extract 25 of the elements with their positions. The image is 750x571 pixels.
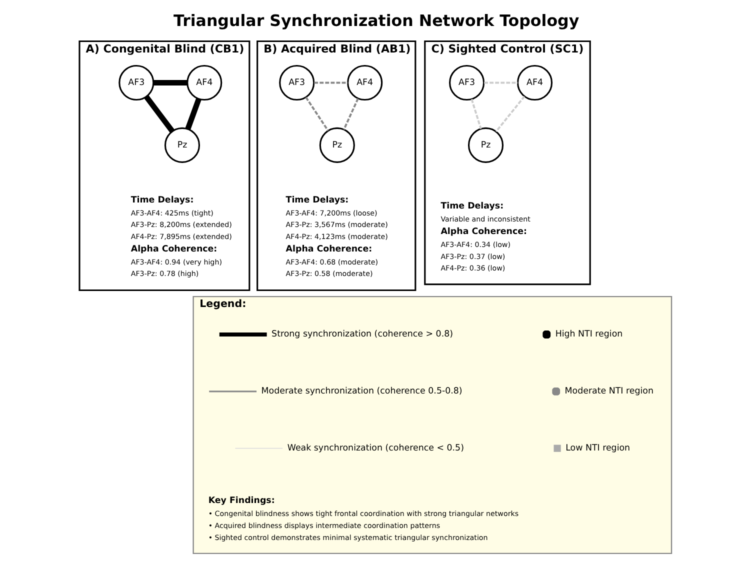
legend-label: Low NTI region [565, 444, 630, 454]
node-circle: Pz [467, 127, 504, 163]
node-circle: AF3 [118, 64, 154, 101]
node-circle: AF4 [516, 64, 552, 101]
connector [494, 96, 525, 132]
connector [484, 82, 518, 84]
legend-label: Moderate synchronization (coherence 0.5-0.8) [260, 386, 462, 397]
connector [144, 95, 174, 133]
node-circle: AF4 [346, 64, 382, 101]
legend-label: Moderate NTI region [564, 386, 653, 397]
node-circle: AF4 [186, 64, 222, 101]
connector [470, 98, 482, 130]
node-circle: AF3 [448, 64, 484, 101]
legend-label: Strong synchronization (coherence > 0.8) [271, 330, 453, 340]
connector [184, 98, 201, 130]
connector [304, 96, 328, 132]
diagram-title: Triangular Synchronization Network Topology [173, 11, 579, 30]
node-circle: Pz [164, 127, 200, 163]
legend-label: High NTI region [554, 330, 622, 340]
connector [314, 82, 348, 84]
node-circle: Pz [318, 127, 354, 163]
node-circle: AF3 [278, 64, 314, 101]
legend-label: Weak synchronization (coherence < 0.5) [286, 444, 464, 454]
connector [342, 98, 358, 130]
connector [152, 80, 187, 86]
